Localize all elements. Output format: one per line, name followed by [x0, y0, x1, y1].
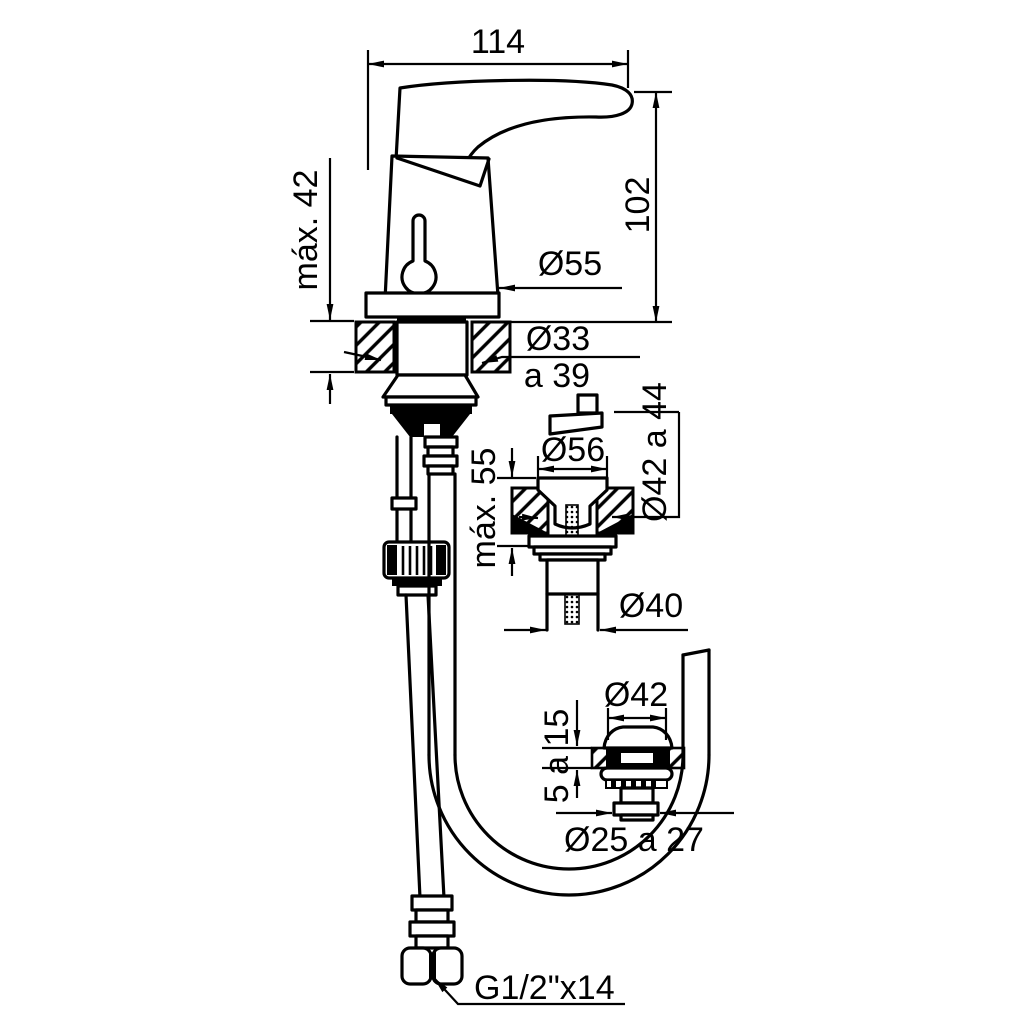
- base-flange: [364, 291, 501, 319]
- plug-tail-upper: [619, 786, 655, 805]
- dim-plug-tail-diameter: Ø25 a 27: [564, 821, 704, 859]
- nut-band: [390, 405, 472, 414]
- handle-body-joint: [395, 156, 491, 188]
- hose-loop-outer-arc: [427, 753, 711, 897]
- dim-hose-thread: G1/2"x14: [474, 969, 615, 1007]
- plug-washer: [599, 766, 674, 782]
- drain-lever-bar: [548, 411, 604, 436]
- supply-hose-loop: [422, 435, 711, 897]
- supply-hose-straight: [382, 435, 464, 986]
- dim-body-height: 102: [619, 177, 657, 234]
- popup-drain-assembly: [510, 393, 635, 632]
- dimension-lines: [310, 50, 734, 1006]
- nut-collar-2: [396, 584, 438, 597]
- mounting-deck: [354, 320, 512, 377]
- plug-tail-collar: [612, 801, 660, 817]
- base-gasket: [397, 317, 466, 323]
- dim-drain-hole-diameter: Ø42 a 44: [636, 382, 674, 522]
- dim-hole-diameter-1: Ø33: [526, 320, 590, 358]
- drain-screw-lower: [564, 593, 580, 625]
- popup-plug-detail: [590, 725, 686, 822]
- hose-loop-inner-arc: [453, 753, 685, 871]
- dim-hole-diameter-2: a 39: [524, 357, 590, 395]
- dim-plug-cap-diameter: Ø42: [604, 676, 668, 714]
- plug-seal-window: [619, 751, 655, 765]
- drain-flange-1: [527, 534, 618, 549]
- plug-deck-left: [590, 746, 610, 770]
- drain-body: [545, 558, 600, 596]
- dim-spout-width: 114: [471, 23, 525, 61]
- faucet-body-group: [364, 78, 634, 323]
- nut-notch: [424, 424, 440, 437]
- faucet-shank: [395, 320, 469, 377]
- plug-tail-lower: [619, 813, 655, 822]
- nut-collar: [392, 578, 442, 586]
- dim-drain-deck-max: máx. 55: [465, 448, 503, 569]
- plug-cap: [602, 725, 674, 750]
- dimension-labels: 114 102 máx. 42 Ø55 Ø33 a 39 Ø56 máx. 55…: [287, 23, 704, 1007]
- spreading-cone: [381, 373, 480, 399]
- dim-deck-thickness-max: máx. 42: [287, 170, 325, 291]
- drain-lever-tab: [576, 393, 599, 415]
- deck-left-section: [354, 320, 396, 374]
- fastening-hardware: [381, 373, 480, 437]
- keyhole-indicator: [400, 213, 438, 296]
- stud-band: [390, 496, 418, 511]
- dim-drain-body-diameter: Ø40: [619, 587, 683, 625]
- dim-drain-flange-diameter: Ø56: [541, 431, 605, 469]
- hose-ferrule: [410, 894, 454, 912]
- dim-plug-height-range: 5 a 15: [538, 709, 576, 804]
- deck-right-section: [470, 320, 512, 374]
- hex-nut-left: [400, 946, 433, 986]
- washer-band: [384, 395, 478, 407]
- dim-base-diameter: Ø55: [538, 245, 602, 283]
- plug-deck-right: [666, 746, 686, 770]
- drain-screw-upper: [565, 504, 579, 538]
- hex-nut-right: [431, 946, 464, 986]
